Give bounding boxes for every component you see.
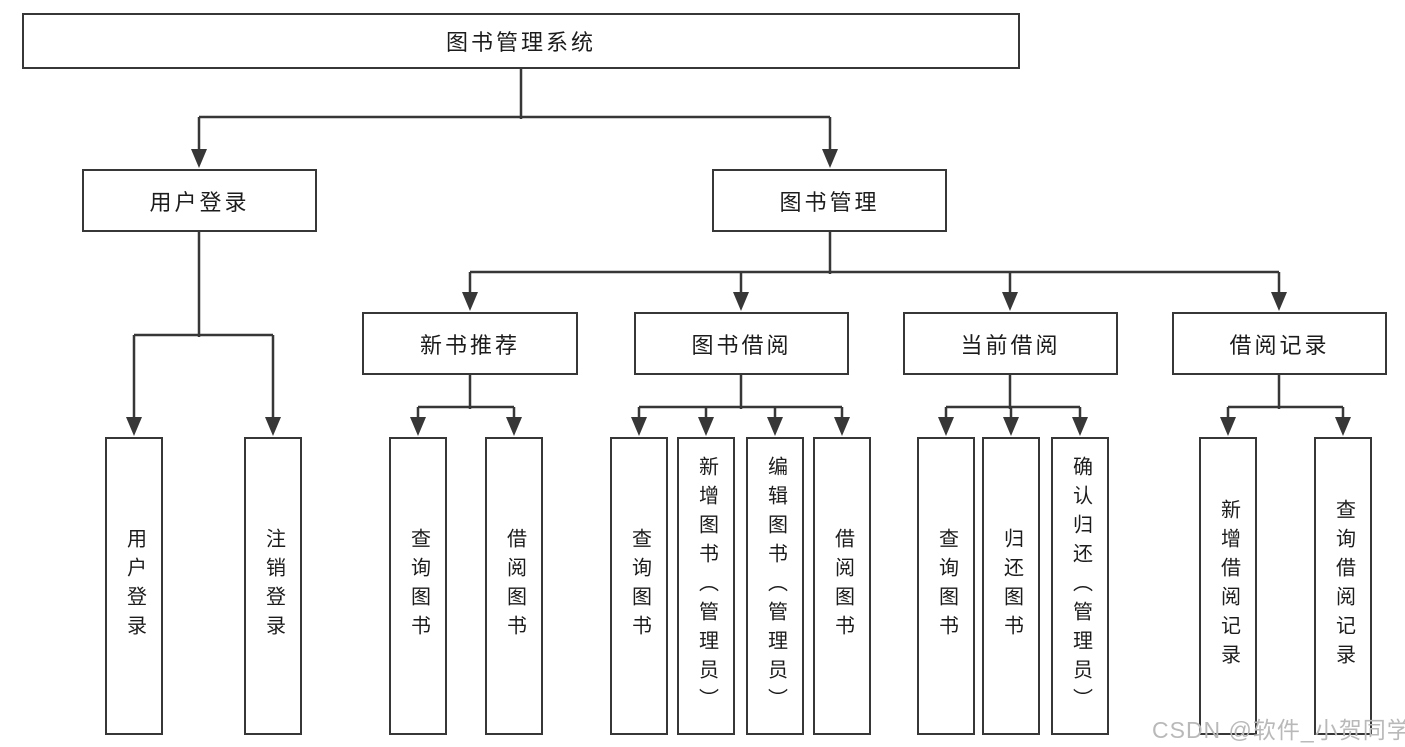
node-book-borrowing: 图书借阅 — [634, 312, 849, 375]
leaf-query-borrow-record-label: 查询借阅记录 — [1332, 499, 1355, 673]
leaf-query-books-current-label: 查询图书 — [935, 528, 958, 644]
leaf-return-books: 归还图书 — [982, 437, 1040, 735]
node-book-management-label: 图书管理 — [779, 189, 880, 215]
leaf-confirm-return-admin: 确认归还（管理员） — [1051, 437, 1109, 735]
leaf-user-login-label: 用户登录 — [123, 528, 146, 644]
leaf-borrow-books-label: 借阅图书 — [831, 528, 854, 644]
leaf-add-borrow-record-label: 新增借阅记录 — [1217, 499, 1240, 673]
node-borrowing-records-label: 借阅记录 — [1229, 332, 1330, 358]
node-current-borrowing-label: 当前借阅 — [960, 332, 1061, 358]
leaf-confirm-return-admin-label: 确认归还（管理员） — [1069, 455, 1092, 717]
leaf-user-login: 用户登录 — [105, 437, 163, 735]
node-new-book-recommendation-label: 新书推荐 — [419, 332, 520, 358]
node-user-login-label: 用户登录 — [149, 189, 250, 215]
csdn-watermark: CSDN @软件_小贺同学 — [1152, 717, 1405, 743]
node-library-management-system: 图书管理系统 — [22, 13, 1020, 69]
leaf-add-borrow-record: 新增借阅记录 — [1199, 437, 1257, 735]
leaf-query-books-current: 查询图书 — [917, 437, 975, 735]
node-new-book-recommendation: 新书推荐 — [362, 312, 578, 375]
node-book-borrowing-label: 图书借阅 — [691, 332, 792, 358]
leaf-return-books-label: 归还图书 — [1000, 528, 1023, 644]
leaf-logout: 注销登录 — [244, 437, 302, 735]
leaf-borrow-books-recommend-label: 借阅图书 — [503, 528, 526, 644]
node-library-management-system-label: 图书管理系统 — [445, 30, 596, 55]
leaf-query-books-borrowing: 查询图书 — [610, 437, 668, 735]
leaf-add-book-admin: 新增图书（管理员） — [677, 437, 735, 735]
leaf-add-book-admin-label: 新增图书（管理员） — [695, 455, 718, 717]
leaf-query-books-borrowing-label: 查询图书 — [628, 528, 651, 644]
leaf-edit-book-admin: 编辑图书（管理员） — [746, 437, 804, 735]
node-borrowing-records: 借阅记录 — [1172, 312, 1387, 375]
arrowhead-icons — [126, 149, 1351, 436]
node-book-management: 图书管理 — [712, 169, 947, 232]
leaf-query-books-recommend-label: 查询图书 — [407, 528, 430, 644]
leaf-query-books-recommend: 查询图书 — [389, 437, 447, 735]
node-current-borrowing: 当前借阅 — [903, 312, 1118, 375]
leaf-logout-label: 注销登录 — [262, 528, 285, 644]
leaf-borrow-books-recommend: 借阅图书 — [485, 437, 543, 735]
connector-lines — [132, 69, 1345, 419]
leaf-edit-book-admin-label: 编辑图书（管理员） — [764, 455, 787, 717]
leaf-query-borrow-record: 查询借阅记录 — [1314, 437, 1372, 735]
leaf-borrow-books: 借阅图书 — [813, 437, 871, 735]
node-user-login: 用户登录 — [82, 169, 317, 232]
